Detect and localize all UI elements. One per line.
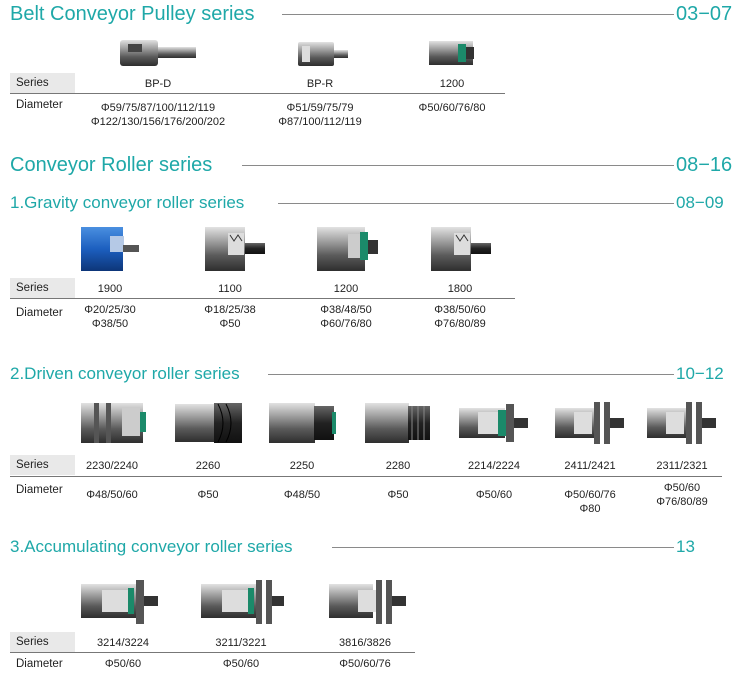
diameter-value: Φ50/60/76/80 <box>418 102 486 114</box>
page-range: 08−09 <box>676 193 724 212</box>
diameter-value: Φ50/60/76 <box>564 489 616 501</box>
series-value: 1900 <box>97 283 123 295</box>
heading-rule <box>242 165 674 166</box>
diameter-label: Diameter <box>16 99 63 111</box>
heading-rule <box>278 203 674 204</box>
roller-2311-image <box>646 400 718 446</box>
diameter-value: Φ50/60 <box>222 658 260 670</box>
pulley-1200-image <box>428 38 478 68</box>
section-title: 3.Accumulating conveyor roller series <box>10 537 293 556</box>
page-range: 13 <box>676 537 695 556</box>
roller-2214-image <box>458 400 530 446</box>
diameter-value: Φ122/130/156/176/200/202 <box>90 116 226 128</box>
series-value: 1100 <box>218 283 242 295</box>
diameter-value: Φ18/25/38 <box>204 304 256 316</box>
series-label: Series <box>10 632 75 652</box>
series-value: BP-R <box>306 78 334 90</box>
row-divider <box>10 298 515 299</box>
diameter-value: Φ76/80/89 <box>656 496 708 508</box>
series-value: 3211/3221 <box>215 637 267 649</box>
series-value: 2260 <box>195 460 221 472</box>
diameter-value: Φ50 <box>387 489 409 501</box>
series-value: 1200 <box>439 78 465 90</box>
diameter-value: Φ20/25/30 <box>84 304 136 316</box>
series-label: Series <box>10 278 75 298</box>
section-title: 2.Driven conveyor roller series <box>10 364 240 383</box>
roller-3816-image <box>328 578 408 626</box>
heading-rule <box>332 547 674 548</box>
diameter-value: Φ48/50/60 <box>86 489 138 501</box>
series-value: 2250 <box>289 460 315 472</box>
diameter-value: Φ38/48/50 <box>320 304 372 316</box>
roller-2230-image <box>80 402 150 444</box>
gravity-section-heading: 1.Gravity conveyor roller series 08−09 <box>10 191 724 215</box>
diameter-label: Diameter <box>16 658 63 670</box>
roller-1100-image <box>204 226 266 272</box>
diameter-value: Φ38/50/60 <box>434 304 486 316</box>
diameter-value: Φ38/50 <box>91 318 129 330</box>
diameter-label: Diameter <box>16 484 63 496</box>
series-label: Series <box>10 455 75 475</box>
diameter-value: Φ60/76/80 <box>320 318 372 330</box>
series-value: 3214/3224 <box>97 637 149 649</box>
row-divider <box>10 652 415 653</box>
series-value: 2214/2224 <box>468 460 520 472</box>
series-label: Series <box>10 73 75 93</box>
row-divider <box>10 93 505 94</box>
diameter-value: Φ50 <box>197 489 219 501</box>
diameter-value: Φ51/59/75/79 <box>286 102 354 114</box>
diameter-value: Φ50/60 <box>663 482 701 494</box>
pulley-section-heading: Belt Conveyor Pulley series 03−07 <box>10 2 732 26</box>
page-range: 03−07 <box>676 3 732 25</box>
row-divider <box>10 476 722 477</box>
section-title: Conveyor Roller series <box>10 154 213 176</box>
bp-r-image <box>296 38 352 70</box>
series-value: 1800 <box>447 283 473 295</box>
series-value: 1200 <box>333 283 359 295</box>
roller-1900-image <box>80 226 140 272</box>
series-value: BP-D <box>144 78 172 90</box>
roller-1200-image <box>316 226 380 272</box>
diameter-value: Φ50/60 <box>475 489 513 501</box>
diameter-value: Φ80 <box>579 503 601 515</box>
series-value: 2411/2421 <box>564 460 616 472</box>
driven-section-heading: 2.Driven conveyor roller series 10−12 <box>10 362 724 386</box>
diameter-value: Φ48/50 <box>283 489 321 501</box>
roller-2250-image <box>268 402 338 444</box>
roller-section-heading: Conveyor Roller series 08−16 <box>10 153 732 177</box>
roller-2260-image <box>174 402 244 444</box>
section-title: Belt Conveyor Pulley series <box>10 3 255 25</box>
roller-2280-image <box>364 402 434 444</box>
bp-d-image <box>118 36 198 70</box>
diameter-value: Φ50/60 <box>104 658 142 670</box>
roller-3214-image <box>80 578 160 626</box>
diameter-value: Φ59/75/87/100/112/119 <box>100 102 216 114</box>
series-value: 2311/2321 <box>656 460 708 472</box>
page-range: 10−12 <box>676 364 724 383</box>
roller-3211-image <box>200 578 286 626</box>
diameter-label: Diameter <box>16 307 63 319</box>
diameter-value: Φ87/100/112/119 <box>278 116 362 128</box>
roller-2411-image <box>554 400 626 446</box>
diameter-value: Φ50 <box>219 318 241 330</box>
heading-rule <box>282 14 674 15</box>
diameter-value: Φ76/80/89 <box>434 318 486 330</box>
diameter-value: Φ50/60/76 <box>339 658 391 670</box>
page-range: 08−16 <box>676 154 732 176</box>
roller-1800-image <box>430 226 492 272</box>
series-value: 3816/3826 <box>339 637 391 649</box>
accumulating-section-heading: 3.Accumulating conveyor roller series 13 <box>10 535 722 559</box>
heading-rule <box>268 374 674 375</box>
series-value: 2230/2240 <box>86 460 138 472</box>
section-title: 1.Gravity conveyor roller series <box>10 193 245 212</box>
series-value: 2280 <box>385 460 411 472</box>
